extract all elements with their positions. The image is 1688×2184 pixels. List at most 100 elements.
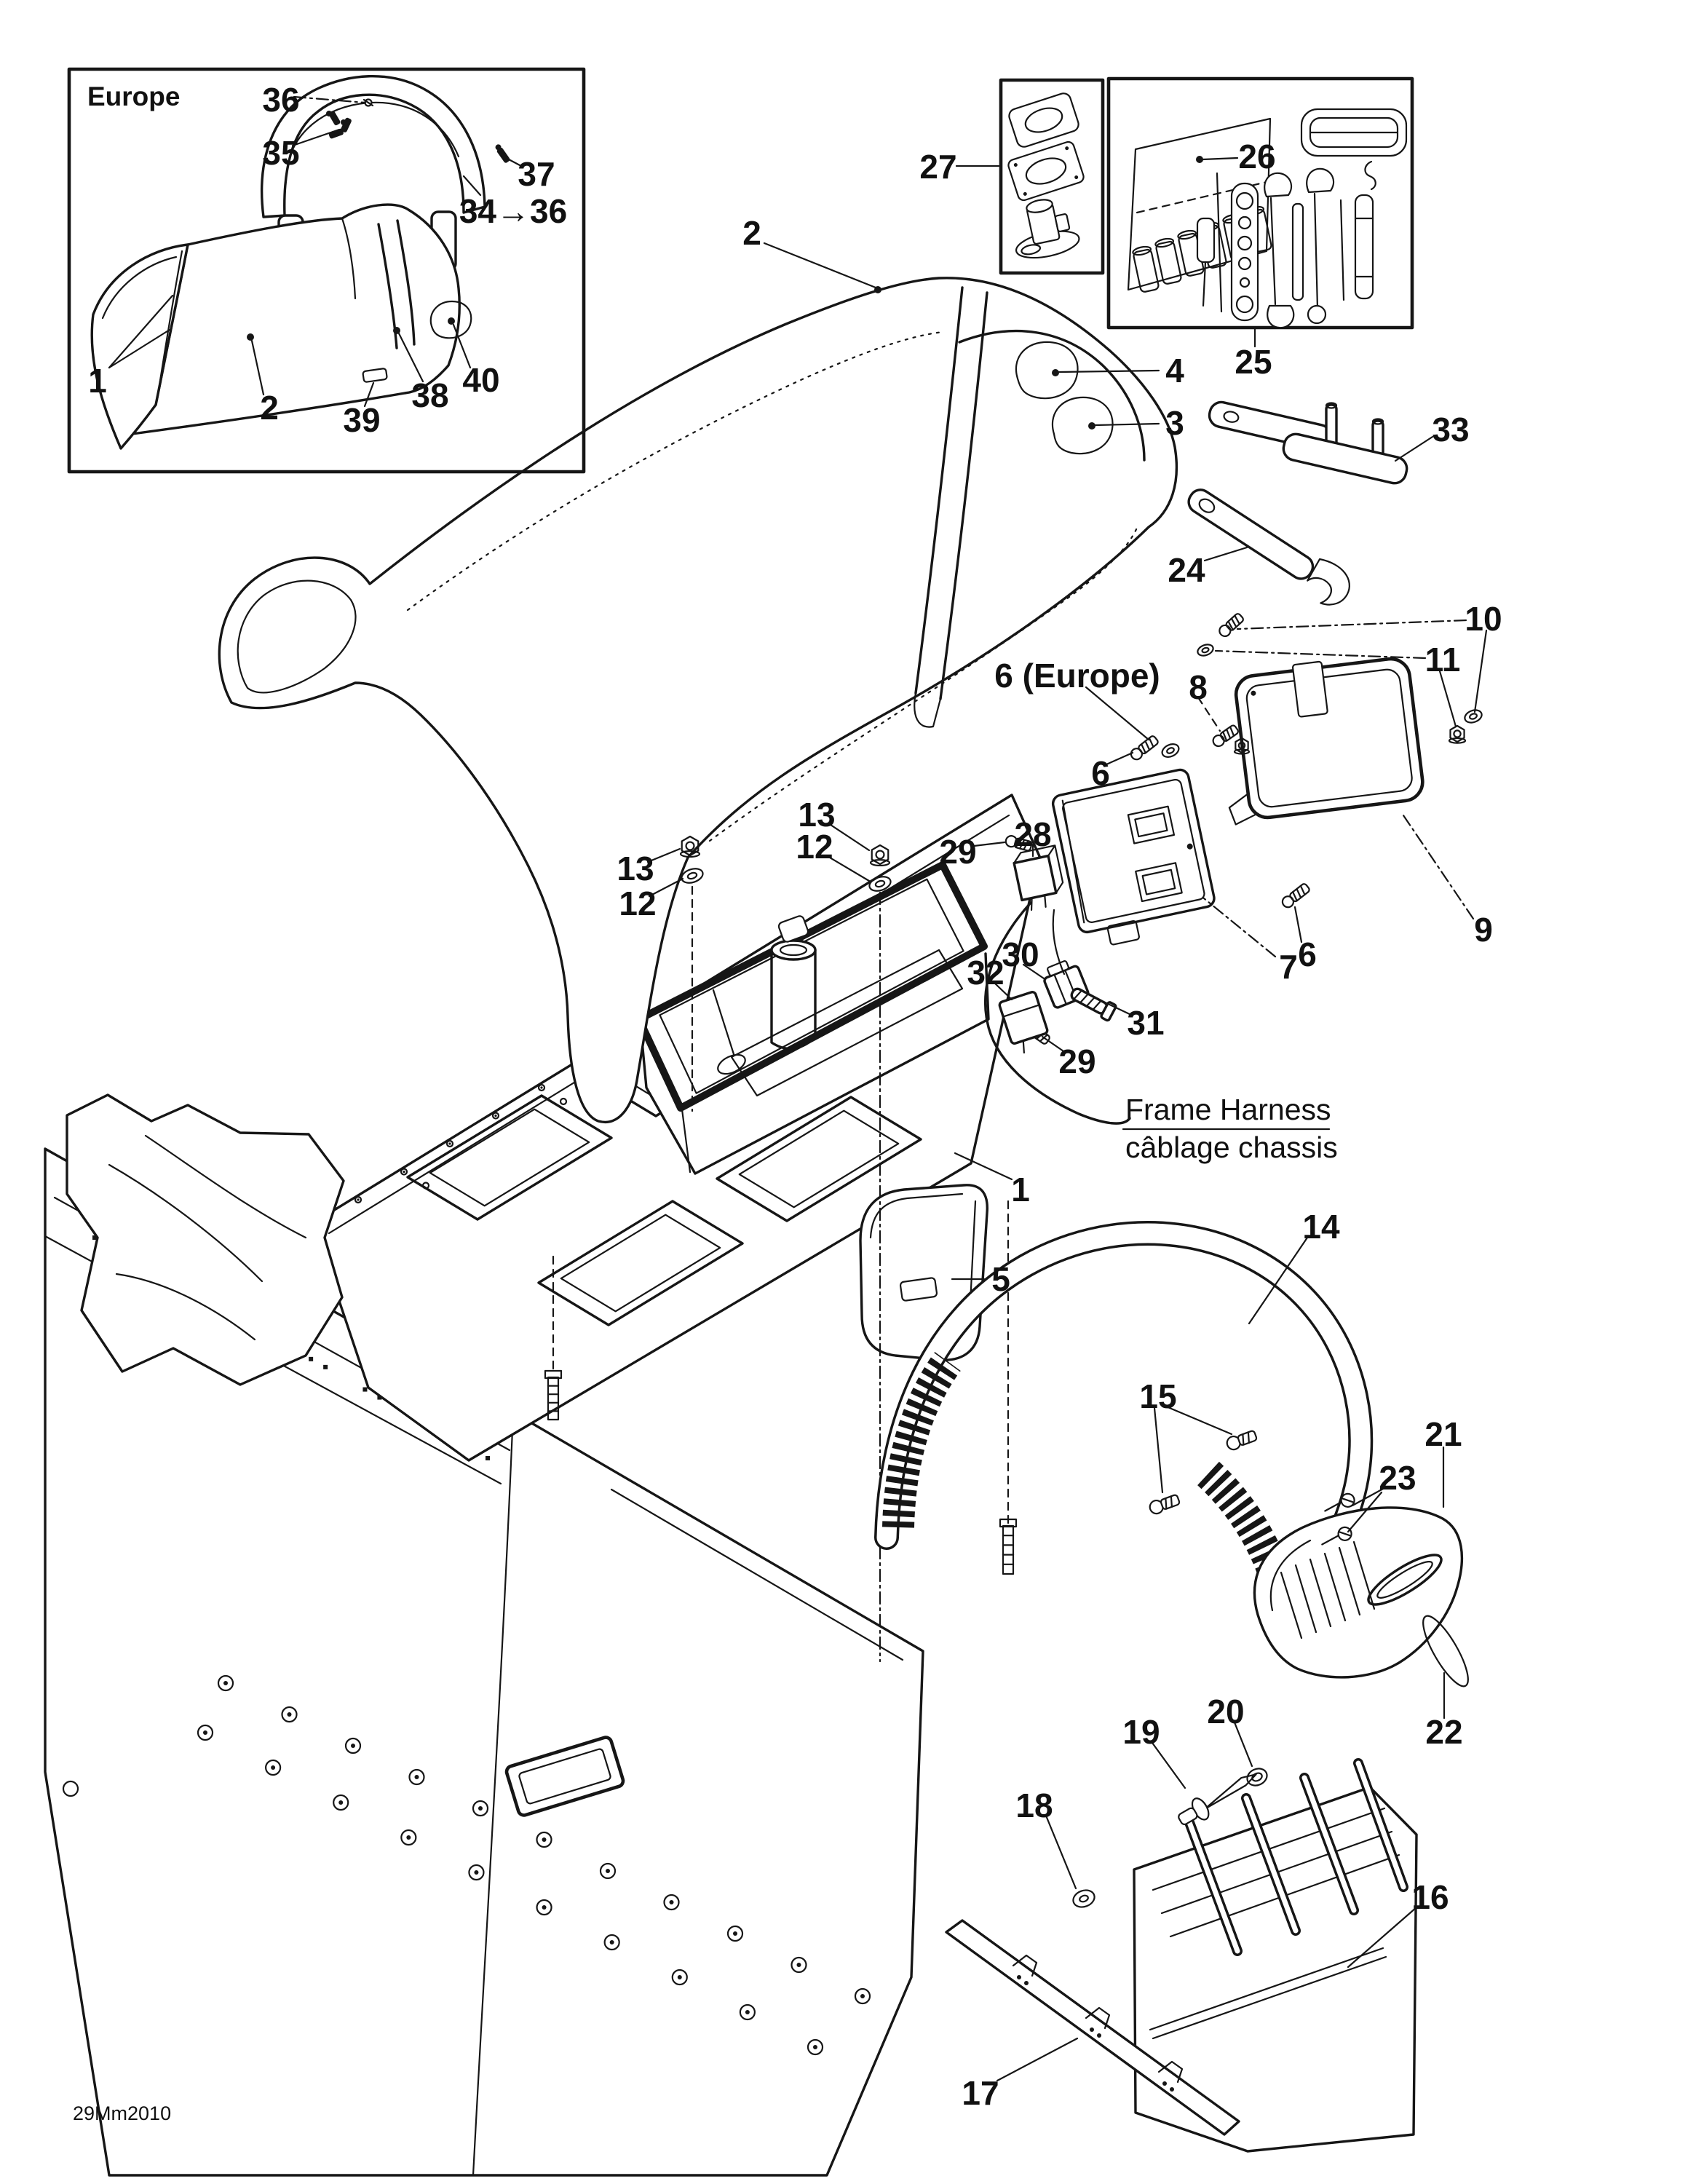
hook-tool (1364, 160, 1376, 191)
callout-label-22: 22 (1425, 1713, 1462, 1751)
callout-2: 2 (742, 214, 881, 293)
callout-20: 20 (1207, 1693, 1253, 1768)
doc-code: 29Mm2010 (73, 2102, 171, 2124)
callout-label-14: 14 (1302, 1208, 1340, 1246)
callout-27: 27 (919, 148, 1000, 186)
europe-inset: Europe (67, 67, 586, 474)
connector-30 (1043, 960, 1090, 1009)
snow-flap-16 (1133, 1758, 1418, 2153)
callout-21: 21 (1425, 1415, 1462, 1508)
callout-label-8: 8 (1189, 668, 1208, 706)
callout-30: 30 (1002, 935, 1045, 980)
relay-32 (998, 991, 1049, 1054)
taillight-assembly (679, 613, 1483, 1125)
callout-18: 18 (1015, 1787, 1077, 1890)
callout-5: 5 (951, 1260, 1010, 1298)
socket-bar (1230, 182, 1259, 322)
callout-26: 26 (1196, 138, 1276, 175)
callout-label-34→36: 34→36 (459, 192, 567, 230)
frame-harness-en: Frame Harness (1125, 1093, 1331, 1126)
tool-bag (1300, 108, 1408, 157)
leader-dot (247, 333, 254, 341)
taillight-lens-7 (1051, 768, 1216, 946)
callout-label-17: 17 (962, 2074, 999, 2112)
screw-icon (1212, 724, 1239, 748)
leader-dot (1052, 369, 1059, 376)
callout-15: 15 (1139, 1377, 1233, 1494)
callout-label-37: 37 (518, 155, 555, 193)
washer-icon (868, 876, 892, 892)
nut-icon (869, 844, 891, 867)
toolkit-box (1106, 76, 1414, 330)
callout-33: 33 (1394, 411, 1470, 462)
callout-38: 38 (393, 327, 449, 414)
inset-seat (90, 203, 472, 450)
vent-fitting (1015, 199, 1080, 259)
seat-drawing (218, 277, 1178, 1124)
callout-28: 28 (1014, 815, 1052, 858)
washer-18 (1072, 1889, 1095, 1908)
callout-17: 17 (962, 2037, 1079, 2112)
storage-box (635, 861, 990, 1175)
callout-29: 29 (939, 833, 1006, 871)
callout-1: 1 (88, 294, 174, 400)
callout-label-31: 31 (1127, 1004, 1164, 1042)
seat-patch-3 (1051, 396, 1114, 455)
callout-label-1: 1 (88, 362, 107, 400)
frame-harness-fr: câblage chassis (1125, 1131, 1338, 1164)
callout-34→36: 34→36 (459, 175, 567, 230)
tunnel-slot (504, 1736, 625, 1817)
callout-label-21: 21 (1425, 1415, 1462, 1453)
screw-icon (1219, 613, 1244, 638)
callout-13: 13 (617, 847, 681, 887)
handle-cover-21 (1253, 1506, 1464, 1679)
screwdriver (1196, 217, 1216, 307)
leader-dot (1196, 156, 1203, 163)
callout-label-29: 29 (939, 833, 976, 871)
mounting-studs (544, 1369, 1018, 1575)
callout-label-33: 33 (1432, 411, 1469, 448)
leader-dot (874, 286, 881, 293)
nut-icon (1448, 724, 1467, 744)
callout-40: 40 (448, 317, 500, 399)
callout-7: 7 (1202, 897, 1298, 986)
open-wrench (1264, 172, 1295, 329)
callout-label-12: 12 (619, 885, 656, 922)
callout-1: 1 (954, 1152, 1030, 1208)
callout-6: 6 (1091, 751, 1134, 792)
callout-2: 2 (247, 333, 279, 427)
callout-11: 11 (1214, 641, 1461, 728)
callout-label-36: 36 (262, 81, 299, 119)
callout-label-35: 35 (262, 134, 299, 172)
callout-36: 36 (262, 81, 367, 119)
callout-label-20: 20 (1207, 1693, 1244, 1730)
callout-31: 31 (1102, 1000, 1165, 1042)
box-latch-cylinder (770, 915, 817, 1051)
callout-13: 13 (798, 796, 871, 852)
frame-harness-note: Frame Harness câblage chassis (1122, 1093, 1338, 1164)
leader-dot (1088, 422, 1095, 430)
callout-label-18: 18 (1015, 1787, 1053, 1824)
callout-37: 37 (507, 155, 555, 193)
handle-screws-15 (1149, 1430, 1258, 1515)
reflector-22 (1422, 1615, 1469, 1688)
backrest-screw-cluster (326, 111, 352, 139)
callout-label-6 (Europe): 6 (Europe) (994, 657, 1160, 695)
callout-label-11: 11 (1425, 641, 1461, 678)
callout-12: 12 (796, 828, 871, 882)
callout-label-23: 23 (1379, 1459, 1416, 1497)
tunnel-rivet-holes (197, 1674, 871, 2056)
extension-bar (1354, 194, 1374, 300)
callout-label-10: 10 (1465, 600, 1502, 638)
callout-label-2: 2 (260, 389, 279, 427)
callout-label-4: 4 (1165, 352, 1184, 389)
callout-14: 14 (1248, 1208, 1340, 1325)
callout-3: 3 (1088, 404, 1184, 442)
washer-icon (1464, 709, 1483, 724)
callout-label-38: 38 (411, 376, 448, 414)
washer-icon (1161, 743, 1180, 758)
leader-dot (393, 327, 400, 334)
callout-label-27: 27 (919, 148, 956, 186)
callout-label-13: 13 (617, 850, 654, 887)
